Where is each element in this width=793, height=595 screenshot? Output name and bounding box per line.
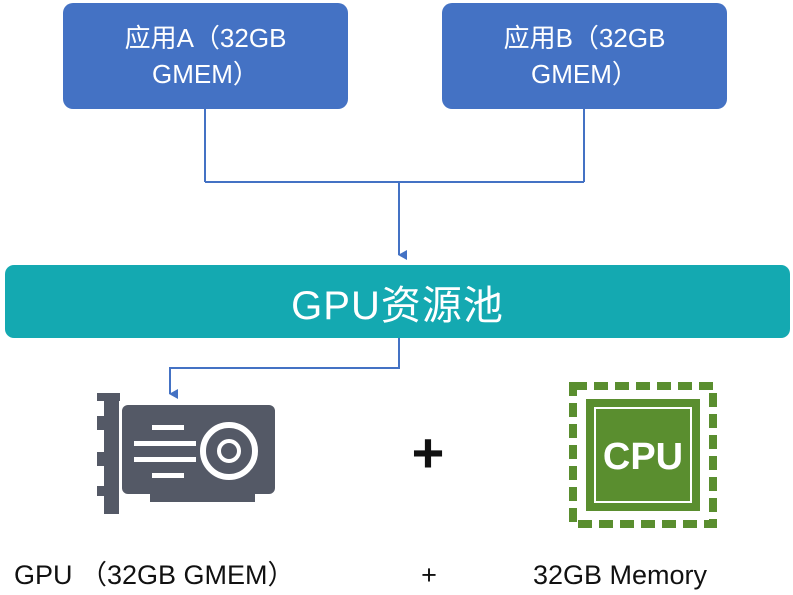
app-b-box: 应用B（32GB GMEM）: [442, 3, 727, 109]
app-a-label-line2: GMEM）: [152, 59, 259, 89]
graphics-card-icon: [97, 393, 275, 514]
plus-sign: +: [411, 421, 445, 484]
cpu-chip-icon: CPU: [569, 382, 717, 528]
gpu-pool-label: GPU资源池: [291, 283, 504, 328]
app-a-box: 应用A（32GB GMEM）: [63, 3, 348, 109]
memory-caption: 32GB Memory: [533, 560, 708, 590]
cpu-icon-text: CPU: [603, 436, 683, 478]
gpu-caption: GPU （32GB GMEM）: [14, 560, 295, 590]
app-b-label-line1: 应用B（32GB: [503, 23, 666, 53]
app-b-label-line2: GMEM）: [531, 59, 638, 89]
caption-plus-sign: +: [421, 560, 437, 590]
gpu-pool-bar: GPU资源池: [5, 265, 790, 338]
app-a-label-line1: 应用A（32GB: [124, 23, 287, 53]
arrow-to-gpu: [169, 338, 400, 399]
